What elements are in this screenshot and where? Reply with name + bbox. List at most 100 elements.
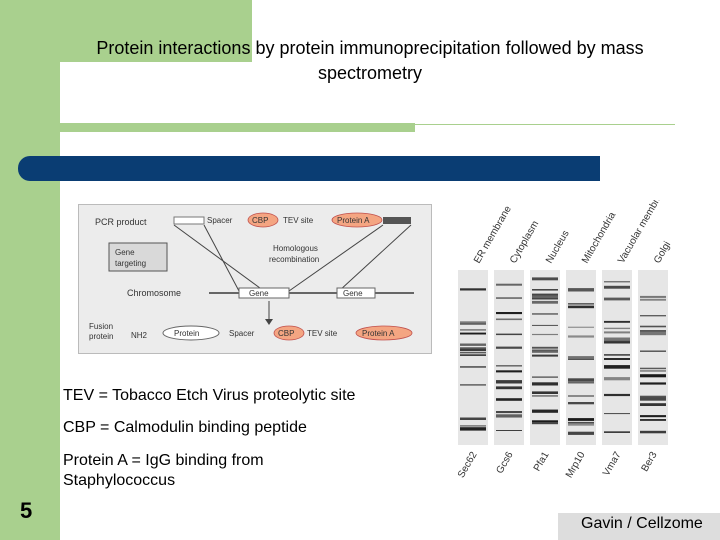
- gel-band: [640, 325, 666, 328]
- cbp-oval: [247, 212, 279, 228]
- title-rule-thin: [415, 124, 675, 125]
- gel-band: [568, 402, 594, 405]
- gel-band: [532, 391, 558, 394]
- gel-band: [604, 393, 630, 397]
- protein-a-oval-2: [355, 325, 413, 341]
- protein-oval: [162, 325, 220, 341]
- label-chromosome: Chromosome: [127, 288, 181, 298]
- gel-band: [496, 430, 522, 431]
- gel-band: [640, 415, 666, 418]
- gel-band: [604, 365, 630, 369]
- cross-line-4: [338, 224, 412, 292]
- gel-top-label: Cytoplasm: [508, 219, 541, 265]
- gel-lane: [602, 270, 632, 445]
- gel-band: [604, 297, 630, 301]
- down-arrow-head: [265, 319, 273, 325]
- gel-band: [568, 381, 594, 383]
- gel-band: [568, 382, 594, 384]
- gel-band: [532, 421, 558, 425]
- gel-band: [568, 305, 594, 309]
- gel-band: [640, 382, 666, 385]
- gel-top-label: Mitochondria: [580, 210, 618, 265]
- gel-bottom-label: Mrp10: [564, 450, 588, 480]
- diagram-svg: PCR product Spacer CBP TEV site Protein …: [89, 212, 414, 341]
- label-gene-targeting-2: targeting: [115, 259, 146, 268]
- gel-bottom-label: Pfa1: [532, 450, 552, 474]
- pcr-spacer-bar: [173, 216, 205, 225]
- gel-band: [532, 409, 558, 413]
- gel-band: [496, 380, 522, 384]
- gel-band: [604, 377, 630, 381]
- cross-line-3: [288, 224, 384, 292]
- gel-band: [604, 327, 630, 330]
- gel-band: [460, 321, 486, 325]
- gel-band: [568, 421, 594, 425]
- gel-band: [496, 318, 522, 321]
- gel-band: [460, 417, 486, 420]
- gel-band: [568, 303, 594, 305]
- definition-cbp: CBP = Calmodulin binding peptide: [63, 419, 307, 436]
- cbp-oval-2: [273, 325, 305, 341]
- gel-band: [604, 285, 630, 289]
- label-protein-word: protein: [89, 332, 113, 341]
- gel-band: [640, 403, 666, 406]
- gel-band: [532, 351, 558, 353]
- label-pcr-product: PCR product: [95, 217, 147, 227]
- gel-band: [460, 347, 486, 350]
- gel-band: [640, 367, 666, 370]
- gel-band: [532, 349, 558, 353]
- cross-line-1: [173, 224, 265, 292]
- gel-band: [568, 358, 594, 360]
- label-gene-b: Gene: [343, 289, 363, 298]
- gel-band: [568, 326, 594, 328]
- gel-band: [532, 300, 558, 304]
- gel-band: [496, 283, 522, 286]
- label-protein-a-2: Protein A: [362, 329, 395, 338]
- chromosome-gene-box: [238, 287, 290, 299]
- gel-band: [496, 312, 522, 315]
- gel-band: [532, 354, 558, 356]
- tap-tag-diagram: PCR product Spacer CBP TEV site Protein …: [78, 204, 432, 354]
- label-tev-site-2: TEV site: [307, 329, 338, 338]
- gel-band: [640, 395, 666, 398]
- gel-band: [604, 354, 630, 356]
- gel-band: [532, 289, 558, 291]
- gel-band: [532, 293, 558, 296]
- gel-band: [568, 288, 594, 292]
- gel-band: [640, 330, 666, 333]
- left-green-band: [0, 0, 60, 540]
- label-protein: Protein: [174, 329, 199, 338]
- gel-band: [604, 281, 630, 283]
- protein-a-oval: [331, 212, 383, 228]
- gel-top-label: Nucleus: [544, 229, 572, 266]
- gel-band: [460, 425, 486, 427]
- gel-band: [604, 431, 630, 433]
- label-recombination: recombination: [269, 255, 319, 264]
- gel-band: [496, 414, 522, 418]
- gel-band: [460, 329, 486, 331]
- gel-band: [532, 355, 558, 357]
- gel-band: [604, 413, 630, 415]
- blue-banner-bar: [18, 156, 600, 181]
- gel-band: [568, 335, 594, 338]
- label-fusion: Fusion: [89, 322, 113, 331]
- gel-band: [568, 418, 594, 421]
- gel-band: [532, 298, 558, 300]
- gel-band: [532, 420, 558, 422]
- gel-band: [460, 384, 486, 386]
- gel-band: [496, 398, 522, 401]
- definition-tev: TEV = Tobacco Etch Virus proteolytic sit…: [63, 387, 356, 404]
- gel-band: [460, 321, 486, 323]
- gel-band: [604, 320, 630, 323]
- gel-bottom-label: Sec62: [456, 450, 480, 480]
- gel-band: [640, 315, 666, 317]
- label-protein-a: Protein A: [337, 216, 370, 225]
- gel-band: [532, 313, 558, 315]
- label-nh2: NH2: [131, 331, 148, 340]
- label-homologous: Homologous: [273, 244, 318, 253]
- gel-band: [568, 356, 594, 359]
- gene-targeting-box: [108, 242, 168, 272]
- slide-title: Protein interactions by protein immunopr…: [96, 38, 644, 83]
- gel-band: [568, 431, 594, 435]
